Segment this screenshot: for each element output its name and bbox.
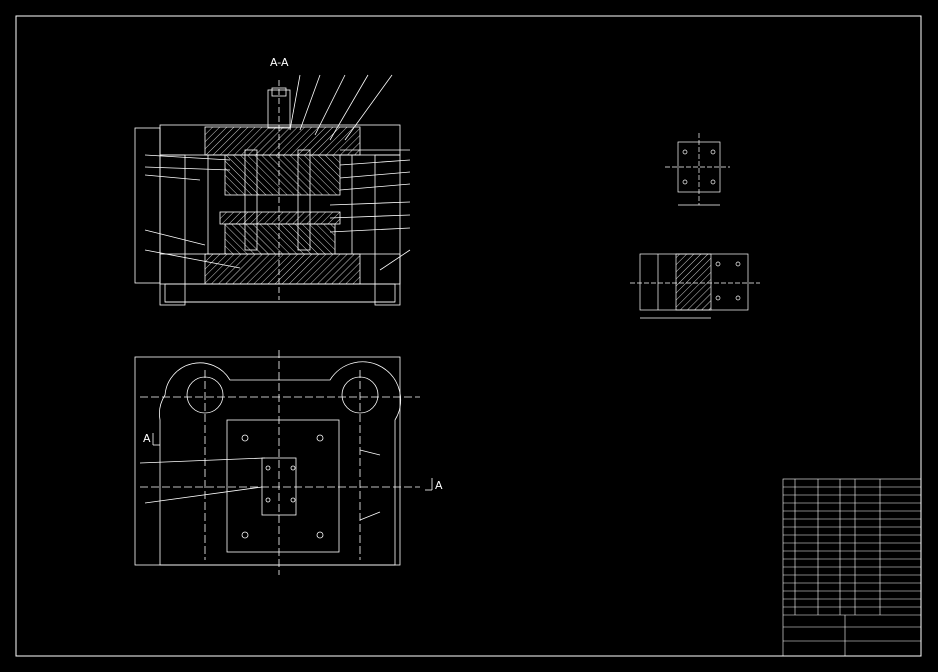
section-view xyxy=(134,74,411,306)
section-mark-right: A xyxy=(435,479,443,492)
section-title: A-A xyxy=(270,56,289,69)
plan-view xyxy=(134,350,433,575)
section-mark-left: A xyxy=(143,432,151,445)
part-detail-view xyxy=(665,133,730,206)
strip-layout-view xyxy=(630,253,760,319)
drawing-border xyxy=(15,15,922,657)
title-block xyxy=(782,478,922,657)
